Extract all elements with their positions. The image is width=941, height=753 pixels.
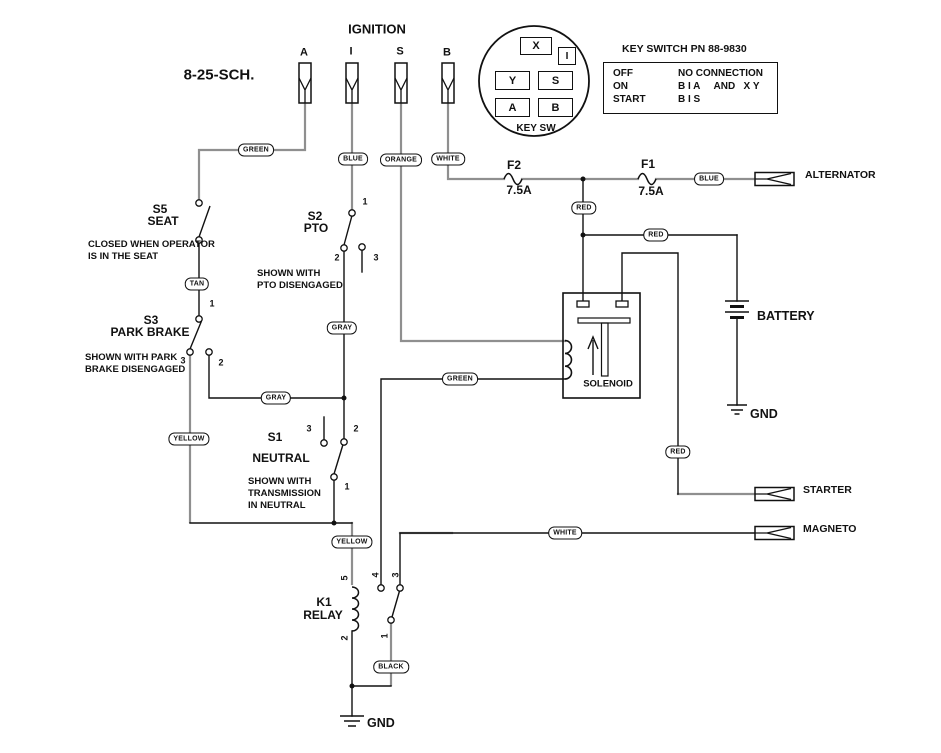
s3-note-1: SHOWN WITH PARK bbox=[85, 352, 178, 363]
s5-name: SEAT bbox=[147, 214, 179, 228]
output-connector-symbols bbox=[754, 171, 795, 541]
s5-id: S5 bbox=[152, 202, 168, 216]
key-pin-a: A bbox=[495, 98, 530, 117]
wire-label-tan: TAN bbox=[184, 277, 210, 291]
table-conn-off: NO CONNECTION bbox=[678, 68, 763, 79]
wire-label-black: BLACK bbox=[373, 660, 409, 674]
table-pos-start: START bbox=[613, 94, 646, 105]
relay-terminal-4: 4 bbox=[370, 572, 381, 578]
relay-terminal-5: 5 bbox=[339, 575, 350, 581]
s1-note-3: IN NEUTRAL bbox=[248, 500, 306, 511]
relay-id: K1 bbox=[316, 595, 332, 609]
junction-dots bbox=[331, 176, 586, 689]
wire-label-green-2: GREEN bbox=[442, 372, 478, 386]
page-title: IGNITION bbox=[348, 21, 406, 37]
fuse-f2-name: F2 bbox=[506, 158, 522, 172]
connector-a-label: A bbox=[300, 46, 308, 59]
s1-note-2: TRANSMISSION bbox=[248, 488, 321, 499]
s2-terminal-1: 1 bbox=[362, 196, 368, 207]
key-switch-label: KEY SW bbox=[516, 123, 556, 134]
starter-label: STARTER bbox=[803, 484, 852, 496]
connector-i-label: I bbox=[349, 45, 353, 58]
fuse-f1-name: F1 bbox=[640, 157, 656, 171]
s3-terminal-3: 3 bbox=[180, 355, 186, 366]
key-pin-i: I bbox=[558, 47, 576, 65]
key-switch-table: OFF NO CONNECTION ON B I A AND X Y START… bbox=[603, 62, 778, 114]
wire-label-yellow-2: YELLOW bbox=[331, 535, 373, 549]
relay-terminal-1: 1 bbox=[379, 633, 390, 639]
wire-label-green-1: GREEN bbox=[238, 143, 274, 157]
wire-label-red-3: RED bbox=[665, 445, 691, 459]
switch-contacts bbox=[186, 199, 404, 624]
s1-terminal-1: 1 bbox=[344, 481, 350, 492]
s2-id: S2 bbox=[307, 209, 323, 223]
switch-arms bbox=[189, 205, 401, 618]
table-conn-on: B I A AND X Y bbox=[678, 81, 760, 92]
table-pos-off: OFF bbox=[613, 68, 633, 79]
s1-terminal-3: 3 bbox=[306, 423, 312, 434]
s1-terminal-2: 2 bbox=[353, 423, 359, 434]
s2-terminal-3: 3 bbox=[373, 252, 379, 263]
fuse-f2-rating: 7.5A bbox=[506, 183, 532, 197]
s2-terminal-2: 2 bbox=[334, 252, 340, 263]
wire-label-white-2: WHITE bbox=[548, 526, 582, 540]
s2-note-1: SHOWN WITH bbox=[257, 268, 321, 279]
battery-symbol bbox=[725, 300, 749, 415]
wire-label-red-1: RED bbox=[571, 201, 597, 215]
s3-terminal-1: 1 bbox=[209, 298, 215, 309]
gnd-label: GND bbox=[367, 716, 395, 730]
magneto-label: MAGNETO bbox=[803, 523, 857, 535]
key-pin-y: Y bbox=[495, 71, 530, 90]
s1-name: NEUTRAL bbox=[252, 451, 310, 465]
s3-terminal-2: 2 bbox=[218, 357, 224, 368]
solenoid-label: SOLENOID bbox=[583, 378, 633, 390]
s2-name: PTO bbox=[303, 221, 329, 235]
battery-gnd-label: GND bbox=[750, 407, 778, 421]
sheet-ref: 8-25-SCH. bbox=[183, 66, 255, 84]
s5-note-1: CLOSED WHEN OPERATOR bbox=[88, 239, 215, 250]
connector-b-label: B bbox=[443, 46, 451, 59]
ignition-connector-symbols bbox=[298, 62, 455, 104]
key-pin-b: B bbox=[538, 98, 573, 117]
table-conn-start: B I S bbox=[678, 94, 701, 105]
battery-label: BATTERY bbox=[757, 309, 815, 323]
connector-s-label: S bbox=[396, 45, 404, 58]
s1-id: S1 bbox=[267, 430, 283, 444]
relay-terminal-3: 3 bbox=[390, 572, 401, 578]
key-switch-pn-title: KEY SWITCH PN 88-9830 bbox=[622, 43, 747, 55]
s2-note-2: PTO DISENGAGED bbox=[257, 280, 343, 291]
alternator-label: ALTERNATOR bbox=[805, 169, 876, 181]
wire-label-red-2: RED bbox=[643, 228, 669, 242]
wire-label-gray-2: GRAY bbox=[260, 391, 292, 405]
fuse-f1-rating: 7.5A bbox=[638, 184, 664, 198]
fuse-symbols bbox=[503, 172, 657, 186]
relay-terminal-2: 2 bbox=[339, 635, 350, 641]
s5-note-2: IS IN THE SEAT bbox=[88, 251, 159, 262]
relay-name: RELAY bbox=[303, 608, 343, 622]
solenoid-symbol bbox=[562, 292, 641, 399]
wire-label-gray-1: GRAY bbox=[326, 321, 358, 335]
relay-coil bbox=[351, 586, 360, 632]
s3-name: PARK BRAKE bbox=[110, 325, 190, 339]
table-pos-on: ON bbox=[613, 81, 628, 92]
wire-label-white-1: WHITE bbox=[431, 152, 465, 166]
wire-label-orange: ORANGE bbox=[380, 153, 422, 167]
wire-label-yellow-1: YELLOW bbox=[168, 432, 210, 446]
s3-note-2: BRAKE DISENGAGED bbox=[85, 364, 186, 375]
s1-note-1: SHOWN WITH bbox=[248, 476, 312, 487]
ground-symbol bbox=[340, 715, 364, 727]
wire-label-blue-1: BLUE bbox=[338, 152, 368, 166]
wire-label-blue-2: BLUE bbox=[694, 172, 724, 186]
key-pin-s: S bbox=[538, 71, 573, 90]
key-pin-x: X bbox=[520, 37, 552, 55]
s3-id: S3 bbox=[143, 313, 159, 327]
